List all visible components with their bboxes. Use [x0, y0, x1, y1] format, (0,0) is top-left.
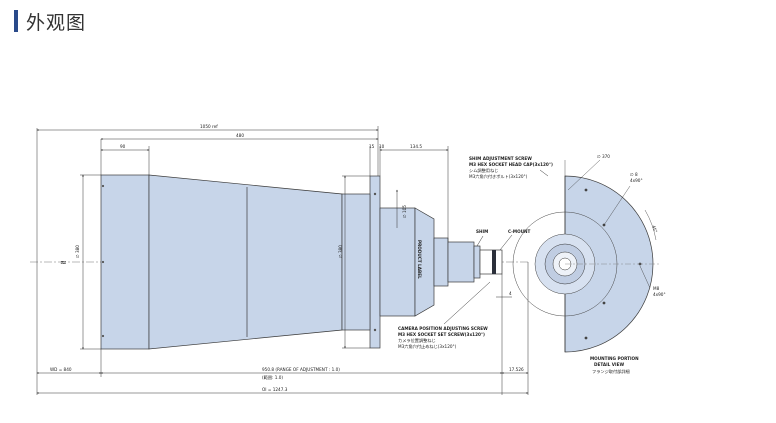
svg-text:M3 HEX SOCKET HEAD CAP(3x120°): M3 HEX SOCKET HEAD CAP(3x120°): [469, 162, 553, 167]
shim-adjust-callout: SHIM ADJUSTMENT SCREW M3 HEX SOCKET HEAD…: [469, 156, 553, 180]
dim-text-1050: 1050 ref: [200, 124, 218, 129]
dim-text-oi: OI = 1247.3: [262, 387, 288, 392]
detail-text-d370: ∅ 370: [597, 154, 610, 159]
c-mount-label: C-MOUNT: [508, 229, 531, 234]
product-label-text: PRODUCT LABEL: [417, 240, 422, 279]
svg-text:SHIM ADJUSTMENT SCREW: SHIM ADJUSTMENT SCREW: [469, 156, 532, 161]
shim-ring: [473, 245, 481, 279]
dim-text-range-jp: (範囲: 1.0): [262, 374, 283, 381]
svg-text:CAMERA POSITION ADJUSTING SCRE: CAMERA POSITION ADJUSTING SCREW: [398, 326, 488, 331]
mounting-detail-view: [512, 159, 660, 353]
leader-shim-adjust: [539, 169, 549, 177]
dim-text-15: 15: [369, 144, 375, 149]
dim-text-wd: WD = 840: [50, 367, 72, 372]
svg-text:M3六角穴付止めねじ(3x120°): M3六角穴付止めねじ(3x120°): [398, 343, 457, 350]
detail-text-d8: ∅ 8: [630, 172, 638, 177]
page-header: 外观图: [14, 9, 87, 34]
dim-text-134: 134.5: [410, 144, 422, 149]
svg-text:MOUNTING PORTION: MOUNTING PORTION: [590, 356, 639, 361]
leader-c-mount: [499, 234, 513, 251]
svg-text:フランジ取付部詳細: フランジ取付部詳細: [592, 368, 630, 375]
dim-text-4: 4: [509, 291, 512, 296]
detail-text-m8-sub: 4x90°: [653, 292, 666, 297]
dim-text-dia-flange: ∅ 105: [402, 205, 407, 218]
svg-text:カメラ位置調整ねじ: カメラ位置調整ねじ: [398, 337, 436, 344]
dim-text-back: 17.526: [509, 367, 524, 372]
dim-text-10: 10: [379, 144, 385, 149]
conical-barrel: [148, 174, 343, 350]
camera-adjust-callout: CAMERA POSITION ADJUSTING SCREW M3 HEX S…: [398, 326, 488, 350]
svg-text:M3六角穴付きボルト(3x120°): M3六角穴付きボルト(3x120°): [469, 173, 528, 180]
dim-text-range: 950.8 (RANGE OF ADJUSTMENT : 1.0): [262, 367, 340, 372]
barrel-gap: [341, 193, 371, 331]
flange: [369, 175, 381, 349]
mounting-caption: MOUNTING PORTION DETAIL VIEW フランジ取付部詳細: [590, 356, 639, 375]
dim-text-90: 90: [120, 144, 126, 149]
lens-body: [100, 174, 503, 350]
rear-step: [433, 237, 449, 287]
svg-text:DETAIL VIEW: DETAIL VIEW: [594, 362, 624, 367]
c-mount-band: [492, 250, 496, 274]
rear-barrel: [379, 207, 416, 317]
leader-shim: [476, 235, 484, 247]
detail-text-d8-sub: 4x90°: [630, 178, 643, 183]
mount-tube: [447, 241, 475, 283]
dim-text-dia-front: ∅ 380: [75, 245, 80, 258]
dim-text-dia-mid: ∅ 380: [338, 245, 343, 258]
svg-text:M3 HEX SOCKET SET SCREW(3x120°: M3 HEX SOCKET SET SCREW(3x120°): [398, 332, 485, 337]
dim-text-480: 480: [236, 133, 244, 138]
svg-text:シム調整用ねじ: シム調整用ねじ: [469, 167, 498, 174]
front-cylinder: [100, 174, 150, 350]
c-mount-thread: [479, 249, 503, 275]
rear-taper: [414, 207, 435, 317]
detail-text-m8: M8: [653, 286, 660, 291]
shim-label: SHIM: [476, 229, 488, 234]
leader-camera: [443, 281, 491, 325]
axis-break-mark: ≈: [60, 258, 67, 267]
detail-text-angle: 45°: [651, 225, 658, 234]
page-title: 外观图: [26, 11, 87, 34]
header-accent-bar: [14, 10, 18, 32]
